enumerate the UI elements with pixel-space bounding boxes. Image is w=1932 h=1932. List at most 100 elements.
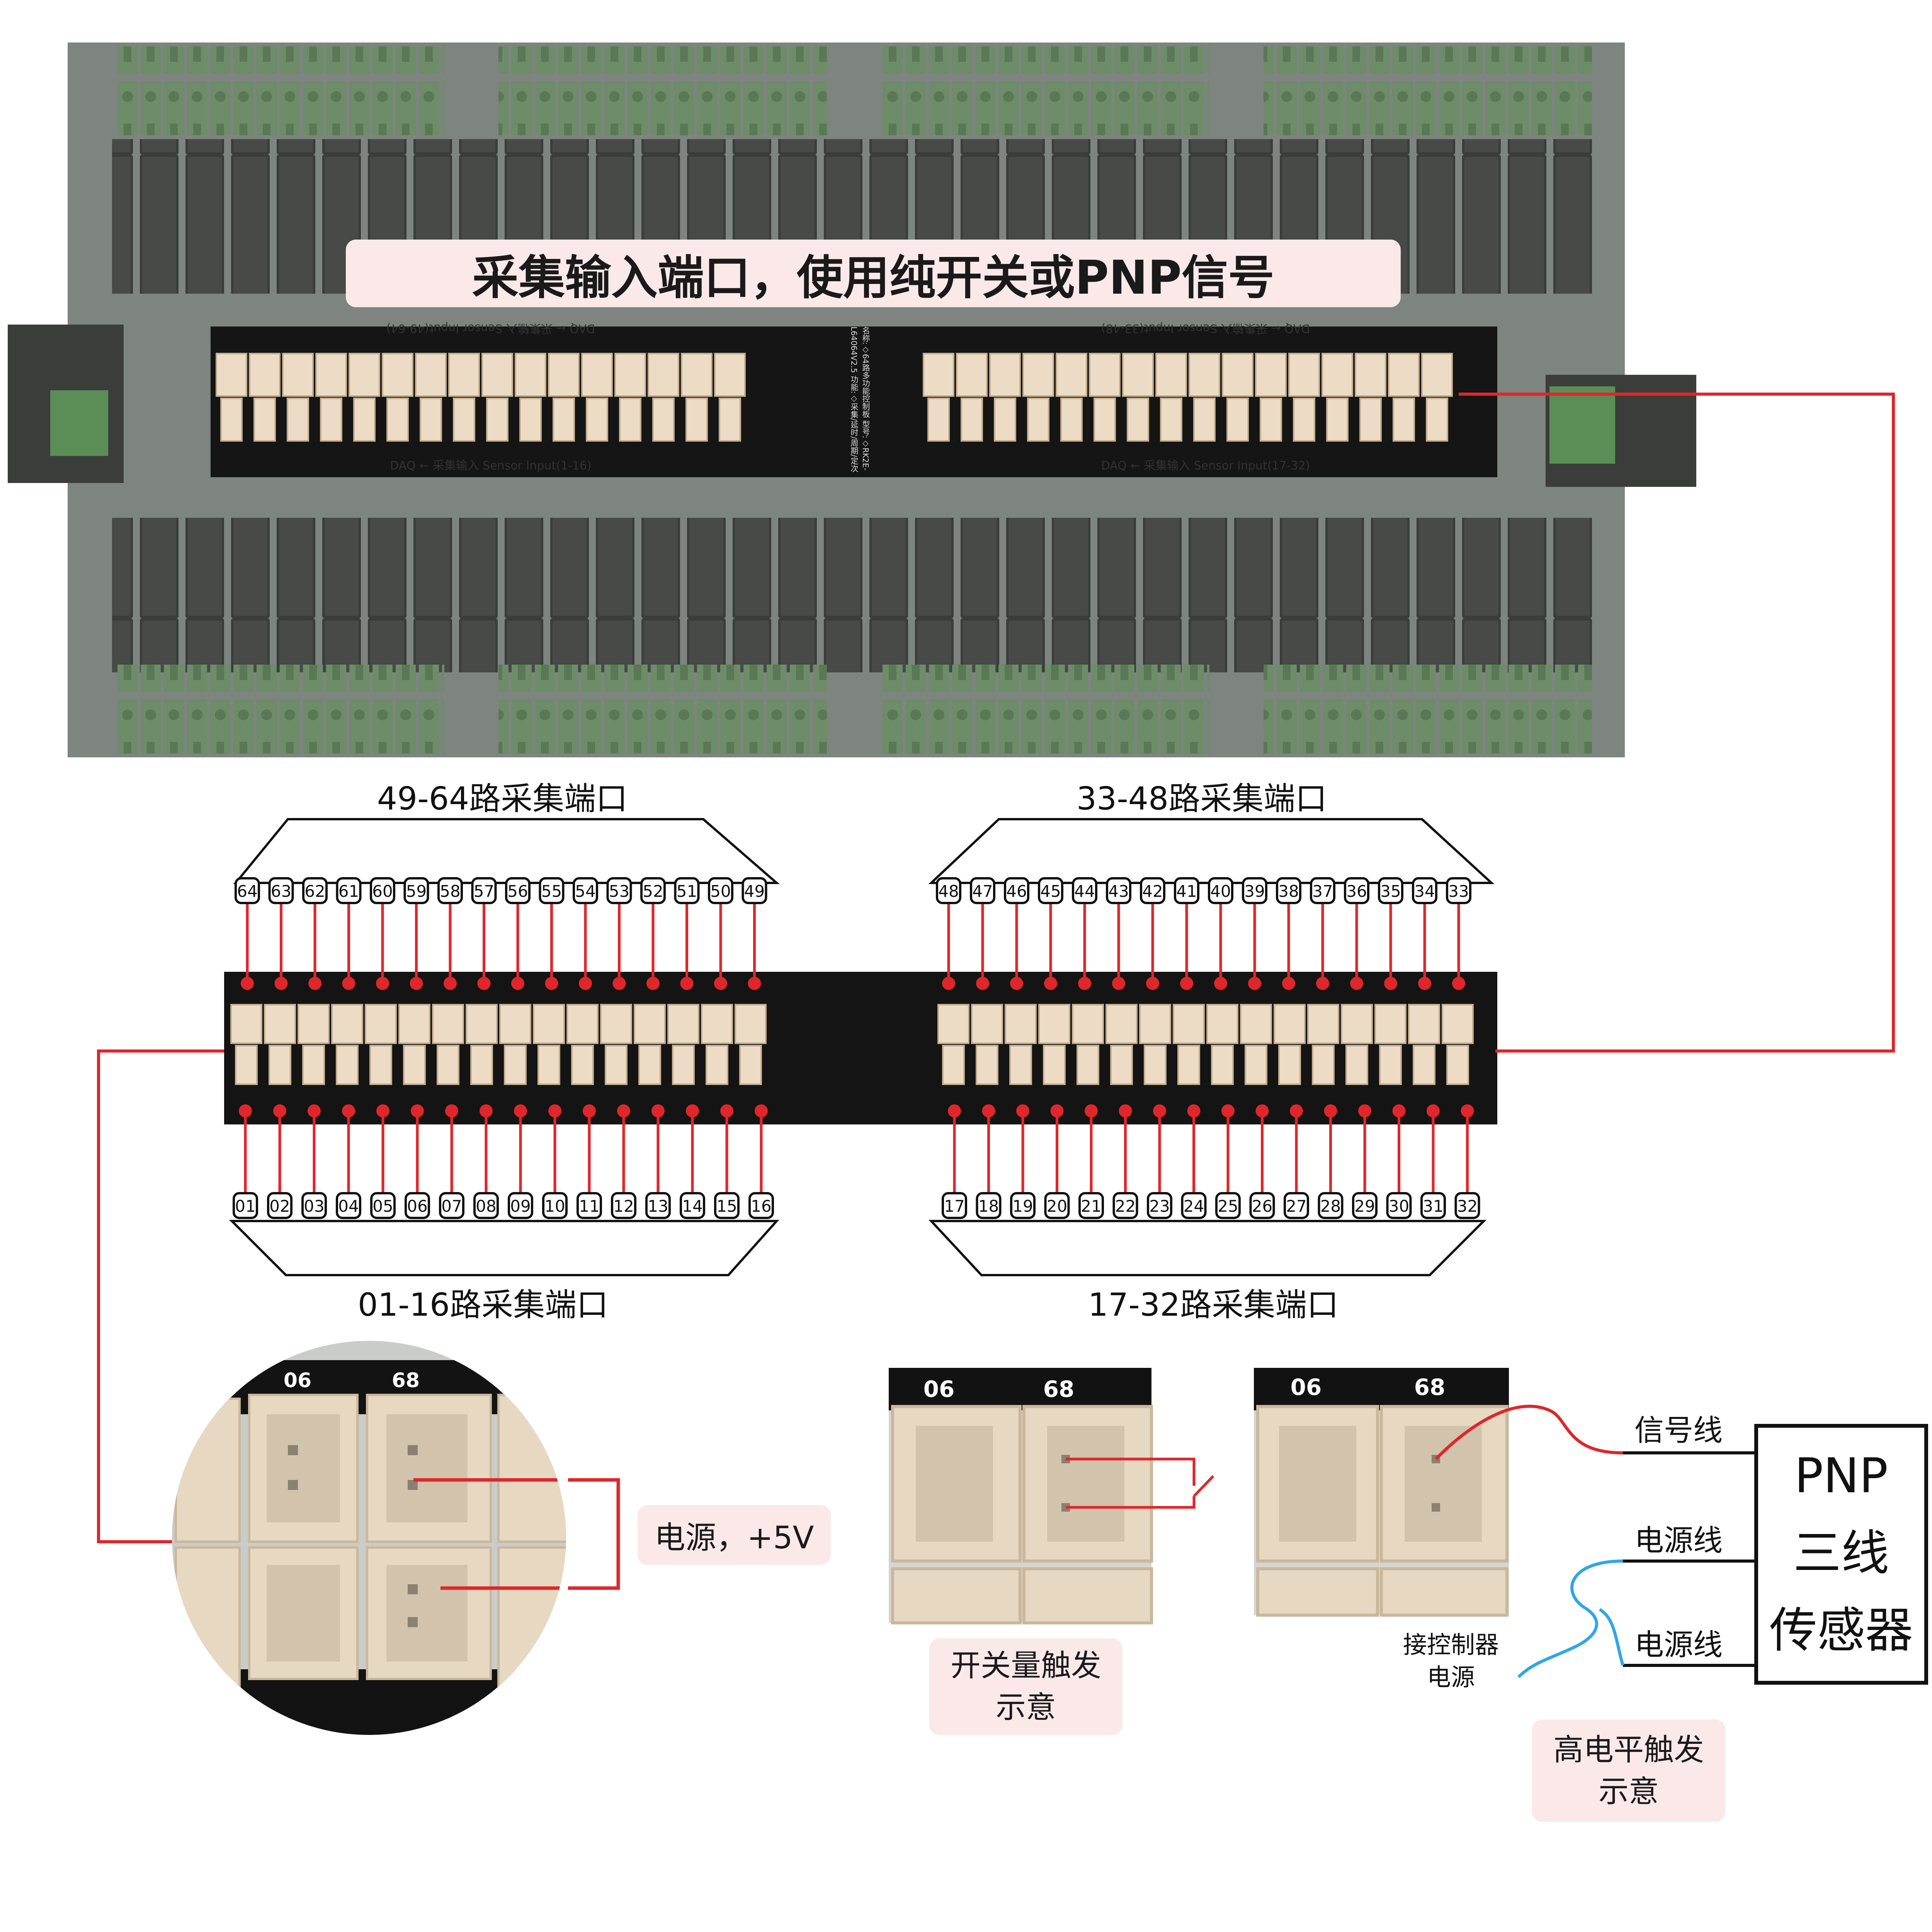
port-box-16 [748,1192,774,1219]
connector [1307,1004,1339,1044]
port-dot-30 [1392,1104,1406,1117]
connector [719,398,741,442]
port-label-br-17: 17 [944,1197,964,1216]
port-box-46 [1004,877,1029,904]
connector [971,1004,1003,1044]
board-label-bottom-left: DAQ ← 采集输入 Sensor Input(1-16) [390,459,592,473]
connector [1240,1004,1272,1044]
port-box-28 [1318,1192,1344,1219]
connector [571,1045,594,1085]
connector [1345,1045,1368,1085]
port-dot-10 [548,1104,561,1117]
signal-wire-label: 信号线 [1634,1413,1723,1447]
connector [331,1004,363,1044]
port-box-36 [1344,877,1369,904]
port-box-33 [1446,877,1471,904]
port-label-tl-60: 60 [372,882,393,901]
connector [432,1004,464,1044]
port-dot-62 [308,977,321,990]
port-box-61 [336,877,362,904]
port-box-01 [233,1192,258,1219]
pnp-caption-pill: 高电平触发 示意 [1532,1719,1725,1822]
port-label-bl-12: 12 [613,1197,634,1216]
port-label-br-18: 18 [978,1197,999,1216]
connector [681,353,713,397]
port-dot-53 [612,977,626,990]
connector [706,1045,728,1085]
port-box-48 [936,877,961,904]
port-dot-07 [445,1104,458,1117]
port-dot-44 [1078,977,1091,990]
connector [1173,1004,1205,1044]
port-label-tl-61: 61 [338,882,359,901]
connector [1442,1004,1474,1044]
connector [1027,398,1049,442]
page-title: 采集输入端口，使用纯开关或PNP信号 [472,251,1275,305]
port-dot-06 [411,1104,424,1117]
zoom-pin-label-68: 68 [392,1369,420,1392]
connector [937,1004,969,1044]
connector [1122,353,1154,397]
port-box-05 [370,1192,396,1219]
port-box-63 [268,877,294,904]
connector [415,353,447,397]
port-label-tr-48: 48 [938,882,959,901]
port-label-tl-55: 55 [541,882,562,901]
connector [1355,353,1386,397]
port-label-tr-35: 35 [1380,882,1401,901]
connector [448,353,480,397]
connector [369,1045,392,1085]
port-box-22 [1112,1192,1138,1219]
port-dot-61 [342,977,355,990]
connector [1393,398,1415,442]
port-box-14 [680,1192,705,1219]
port-dot-16 [755,1104,768,1117]
bracket-bottom-left [229,1220,779,1276]
board-label-bottom-right: DAQ ← 采集输入 Sensor Input(17-32) [1101,459,1310,473]
bracket-top-right [928,818,1495,884]
connector [1005,1004,1037,1044]
port-dot-17 [948,1104,961,1117]
connector [1155,353,1187,397]
port-dot-51 [680,977,694,990]
connector [927,398,950,442]
connector [1089,353,1121,397]
port-label-bl-01: 01 [235,1197,255,1216]
port-label-br-21: 21 [1081,1197,1101,1216]
port-box-51 [674,877,700,904]
port-box-43 [1106,877,1131,904]
connector [1060,398,1083,442]
connector [504,1045,527,1085]
port-dot-49 [748,977,761,990]
connector [302,1045,325,1085]
port-box-29 [1352,1192,1378,1219]
port-label-bl-13: 13 [648,1197,668,1216]
port-box-31 [1420,1192,1446,1219]
port-dot-01 [239,1104,252,1117]
port-box-04 [336,1192,361,1219]
connector [470,1045,493,1085]
port-box-59 [403,877,429,904]
connector [420,398,442,442]
port-dot-03 [308,1104,321,1117]
connector [586,398,608,442]
port-label-br-31: 31 [1423,1197,1443,1216]
port-box-62 [302,877,328,904]
connector [1193,398,1216,442]
switch-caption: 开关量触发 示意 [950,1648,1101,1725]
connector [1255,353,1287,397]
connector [1206,1004,1238,1044]
connector [216,353,247,397]
port-box-47 [970,877,995,904]
connector [1388,353,1420,397]
port-label-tl-51: 51 [677,882,697,901]
connector [1260,398,1282,442]
connector [349,353,380,397]
port-dot-22 [1119,1104,1132,1117]
port-label-tr-39: 39 [1244,882,1265,901]
connector [365,1004,397,1044]
port-label-bl-03: 03 [304,1197,324,1216]
connector [735,1004,767,1044]
connector [1421,353,1453,397]
pnp-sensor-label: PNP 三线 传感器 [1769,1448,1913,1658]
